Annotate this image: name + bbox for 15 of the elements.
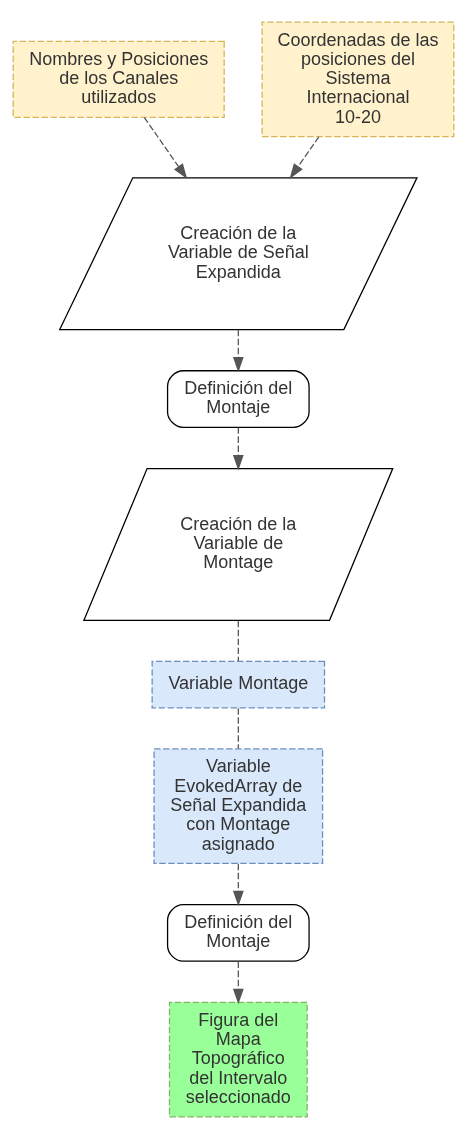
connector xyxy=(237,707,239,749)
arrow xyxy=(232,862,244,906)
arrow xyxy=(289,135,320,179)
node-box: Definición del Montaje xyxy=(166,369,310,428)
arrow xyxy=(232,960,244,1004)
connector xyxy=(237,619,239,662)
node-box: Definición del Montaje xyxy=(166,903,310,962)
node-box: Nombres y Posiciones de los Canales utilizados xyxy=(12,40,225,118)
node-box: Coordenadas de las posiciones del Sistema Internacional 10-20 xyxy=(261,21,455,137)
node-box: Variable Montage xyxy=(151,660,326,708)
node-box: Figura del Mapa Topográfico del Intervalo seleccionado xyxy=(168,1001,308,1117)
arrow xyxy=(232,426,244,470)
arrow xyxy=(232,328,244,372)
node-box: Variable EvokedArray de Señal Expandida con Montage asignado xyxy=(153,747,324,864)
arrow xyxy=(143,116,188,179)
